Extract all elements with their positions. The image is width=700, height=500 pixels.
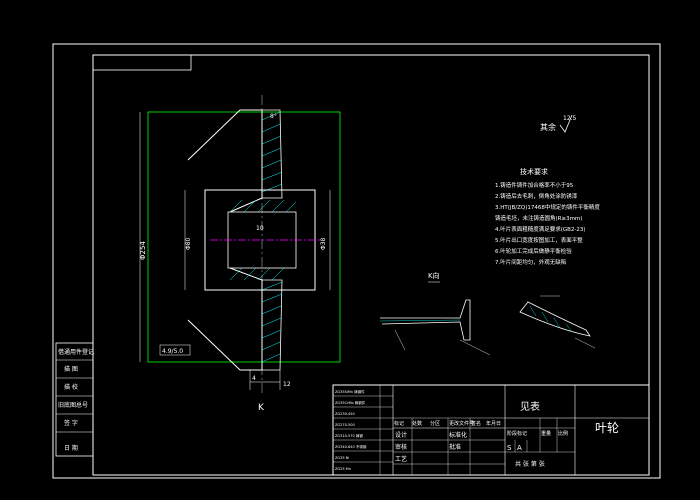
rev-row-1: ZG35CrMo 铸钢件 (335, 400, 366, 405)
hdr-4: 签名 (471, 420, 481, 427)
scale-value: A (517, 444, 522, 452)
dim-outer-diameter: Φ254 (139, 241, 147, 260)
stamp-row-2: 描 校 (64, 383, 78, 391)
stamp-row-3: 旧底图总号 (58, 401, 88, 409)
dim-bottom: 4 (252, 375, 256, 382)
note-box (159, 344, 191, 356)
tech-line-1: 2.铸造后去毛刺，倒角处涂防锈漆 (495, 192, 578, 200)
tech-line-6: 6.叶轮加工完成后做静平衡检验 (495, 247, 572, 255)
hdr-0: 标记 (394, 420, 404, 427)
blade-profile-1 (380, 299, 471, 341)
part-name: 叶轮 (595, 421, 619, 435)
role-1: 审核 (395, 443, 407, 451)
weight-label: 重量 (541, 430, 551, 437)
tech-line-0: 1.铸造件铸件加合格率不小于95 (495, 181, 574, 189)
hdr-2: 分区 (430, 420, 440, 427)
stamp-row-5: 日 期 (64, 444, 78, 452)
blade-profile-2 (519, 301, 591, 337)
rev-row-5: ZG340-640 不锈钢 (335, 444, 367, 449)
rotation-note: 8° (270, 113, 277, 120)
section-label: K (258, 403, 265, 413)
hatched-upper (261, 109, 283, 199)
tech-line-5: 5.叶片出口宽度按图加工，表面平整 (495, 236, 583, 244)
tech-title: 技术要求 (520, 167, 548, 176)
role-2: 工艺 (395, 455, 407, 463)
title-block: ZG35SiMn 铸钢件 ZG35CrMo 铸钢件 ZG230-450 ZG27… (332, 384, 650, 476)
scale-label: 比例 (558, 430, 568, 437)
tech-line-3: 铸造毛坯，未注铸造圆角(R≥3mm) (495, 214, 582, 222)
detail-view-k: K向 (379, 271, 596, 356)
outline-box (147, 111, 341, 363)
stamp-row-1: 描 图 (64, 365, 78, 373)
tech-requirements: 技术要求 1.铸造件铸件加合格率不小于95 2.铸造后去毛刺，倒角处涂防锈漆 3… (495, 167, 600, 266)
outer-frame (52, 43, 661, 479)
stamp-row-0: 借通用件登记 (58, 348, 94, 356)
sheet-label: 共 张 第 张 (515, 460, 545, 468)
dim-hub-diameter: Φ80 (185, 237, 192, 250)
role-0: 设计 (395, 431, 407, 439)
rev-row-6: ZG35 Ni (335, 456, 349, 460)
stage-value: S (507, 444, 512, 452)
hdr-5: 年月日 (486, 420, 501, 427)
rev-row-2: ZG230-450 (335, 412, 355, 416)
stage-label: 阶段标记 (507, 430, 527, 437)
rev-row-7: ZG25 Mn (335, 467, 351, 471)
note-box-text: 4.9/5.0 (162, 348, 183, 355)
tech-line-7: 7.叶片间距均匀，外观无缺陷 (495, 258, 566, 266)
material: 见表 (520, 400, 540, 413)
dim-width: 12 (283, 381, 291, 388)
rev-row-3: ZG270-500 (335, 423, 355, 427)
corner-tab (92, 54, 192, 71)
lower-blade (187, 267, 263, 371)
side-stamp: 借通用件登记 描 图 描 校 旧底图总号 签 字 日 期 (55, 342, 94, 457)
approve-label: 批准 (449, 443, 461, 451)
std-label: 标准化 (449, 431, 467, 439)
dim-keyway: 10 (256, 225, 264, 232)
detail-label: K向 (428, 271, 440, 280)
impeller-section-view: Φ254 Φ80 Φ38 10 12 4 8° 4.9/5.0 K (139, 95, 341, 413)
rev-row-0: ZG35SiMn 铸钢件 (335, 389, 365, 394)
hdr-3: 更改文件号 (449, 420, 474, 427)
tech-line-4: 4.叶片表面粗糙度满足要求(GB2-23) (495, 225, 586, 233)
tech-line-2: 3.HT(JB/ZQ)17468中规定的铸件平衡精度 (495, 203, 600, 211)
upper-blade (187, 109, 263, 213)
roughness-symbol: 其余 12.5 (540, 114, 577, 133)
svg-text:12.5: 12.5 (563, 115, 577, 122)
stamp-row-4: 签 字 (64, 419, 78, 427)
hdr-1: 处数 (412, 420, 422, 427)
rev-row-4: ZG310-570 铸钢 (335, 433, 363, 438)
svg-text:其余: 其余 (540, 122, 556, 132)
dim-bore: Φ38 (320, 237, 327, 250)
